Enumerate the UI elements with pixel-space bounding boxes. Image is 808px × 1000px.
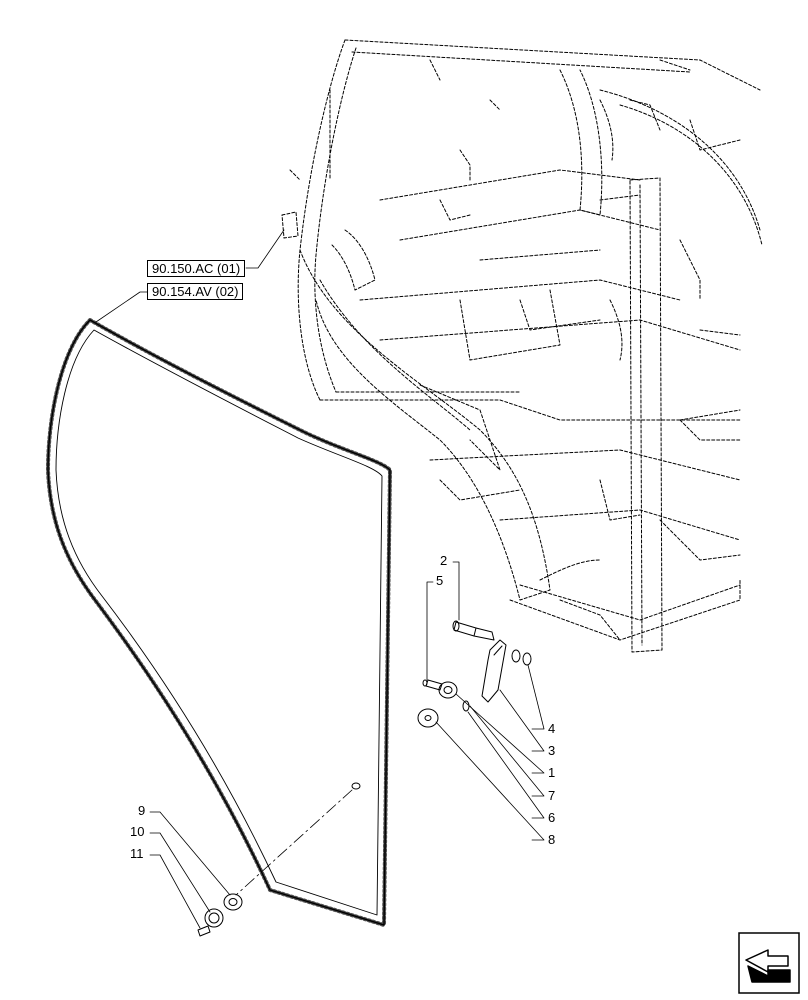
door-glass (46, 318, 392, 927)
part-3-latch (481, 639, 507, 703)
cab-frame (281, 39, 763, 653)
part-9-washer (223, 893, 243, 911)
callout-9: 9 (138, 803, 146, 818)
callout-7: 7 (548, 788, 556, 803)
reference-box-90-154-av[interactable]: 90.154.AV (02) (147, 283, 244, 300)
callout-10: 10 (130, 824, 145, 839)
next-page-arrow-icon[interactable] (738, 932, 800, 994)
callout-1: 1 (548, 765, 556, 780)
part-5-screw (422, 679, 443, 691)
part-1-bushing (438, 681, 458, 699)
reference-box-90-150-ac[interactable]: 90.150.AC (01) (147, 260, 246, 277)
part-4-nut (511, 649, 532, 666)
axis-line (235, 789, 353, 896)
part-2-bolt (452, 620, 495, 641)
leader-lines (95, 229, 545, 929)
part-8-washer (417, 708, 439, 728)
callout-3: 3 (548, 743, 556, 758)
part-11-screw (197, 925, 211, 937)
callout-4: 4 (548, 721, 556, 736)
callout-5: 5 (436, 573, 444, 588)
part-10-bushing (204, 908, 224, 928)
callout-8: 8 (548, 832, 556, 847)
callout-2: 2 (440, 553, 448, 568)
callout-6: 6 (548, 810, 556, 825)
callout-11: 11 (130, 846, 144, 861)
